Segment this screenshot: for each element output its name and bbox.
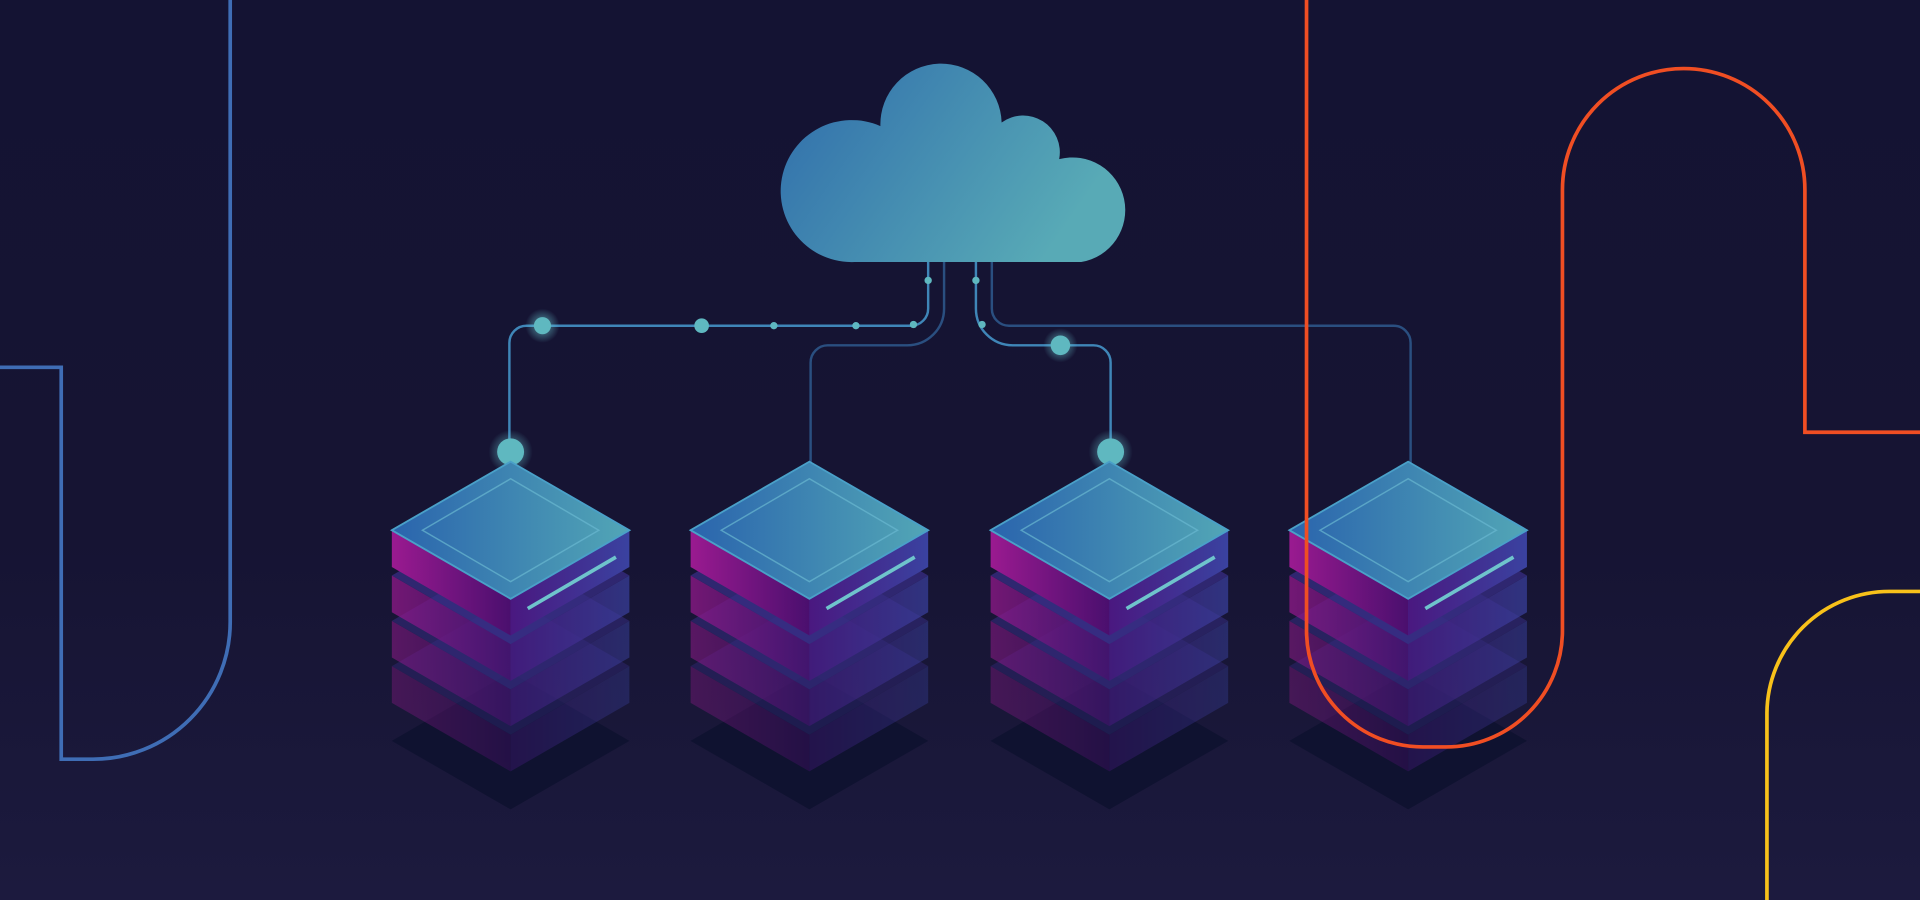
corner-decorative-line (1765, 589, 1920, 900)
cloud-icon (780, 63, 1126, 263)
left-decorative-line (0, 0, 233, 762)
server-stack-4 (1289, 462, 1527, 810)
connector-nodes (488, 276, 1133, 474)
server-stack-3 (991, 462, 1229, 810)
connector-lines (508, 259, 1412, 466)
right-decorative-line (1304, 0, 1920, 749)
server-stack-2 (691, 462, 929, 810)
server-stack-1 (392, 462, 630, 810)
